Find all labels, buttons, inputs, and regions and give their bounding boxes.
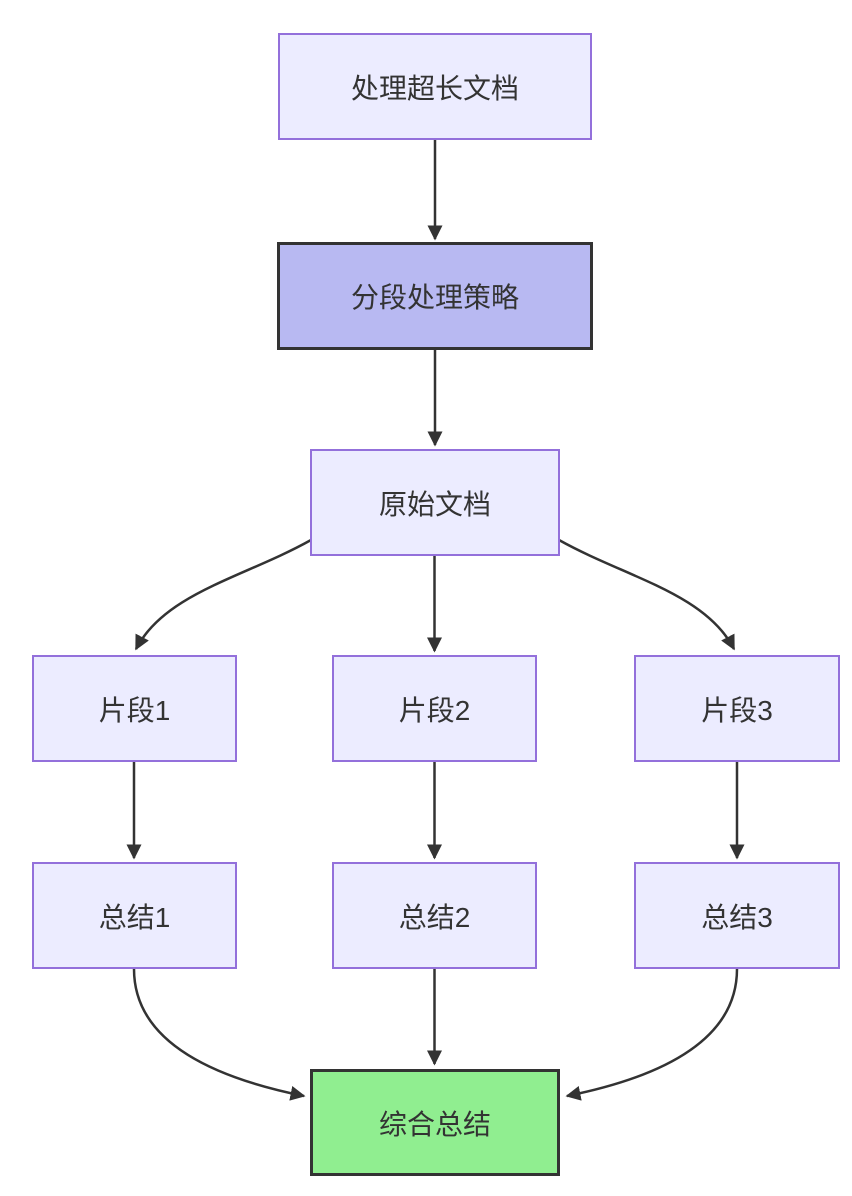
- node-original-document: 原始文档: [310, 449, 560, 556]
- edge-c-to-d3: [558, 538, 736, 651]
- edge-c-to-d1: [134, 538, 312, 651]
- edge-e3-to-f: [565, 968, 739, 1101]
- node-fragment-3: 片段3: [634, 655, 840, 762]
- node-label: 总结1: [98, 901, 171, 933]
- node-label: 分段处理策略: [350, 282, 519, 313]
- node-combined-summary: 综合总结: [310, 1069, 560, 1176]
- node-label: 片段1: [98, 694, 171, 726]
- edge-e1-to-f: [132, 968, 306, 1101]
- node-label: 综合总结: [378, 1108, 491, 1140]
- node-fragment-2: 片段2: [332, 655, 537, 762]
- node-process-long-document: 处理超长文档: [278, 33, 592, 140]
- node-label: 处理超长文档: [350, 72, 519, 104]
- node-summary-1: 总结1: [32, 862, 237, 969]
- node-segment-strategy: 分段处理策略: [277, 242, 593, 350]
- node-label: 片段3: [701, 694, 773, 726]
- node-fragment-1: 片段1: [32, 655, 237, 762]
- node-label: 片段2: [398, 694, 471, 726]
- node-label: 总结3: [701, 901, 773, 933]
- node-label: 总结2: [398, 901, 471, 933]
- node-summary-3: 总结3: [634, 862, 840, 969]
- node-label: 原始文档: [378, 488, 491, 520]
- node-summary-2: 总结2: [332, 862, 537, 969]
